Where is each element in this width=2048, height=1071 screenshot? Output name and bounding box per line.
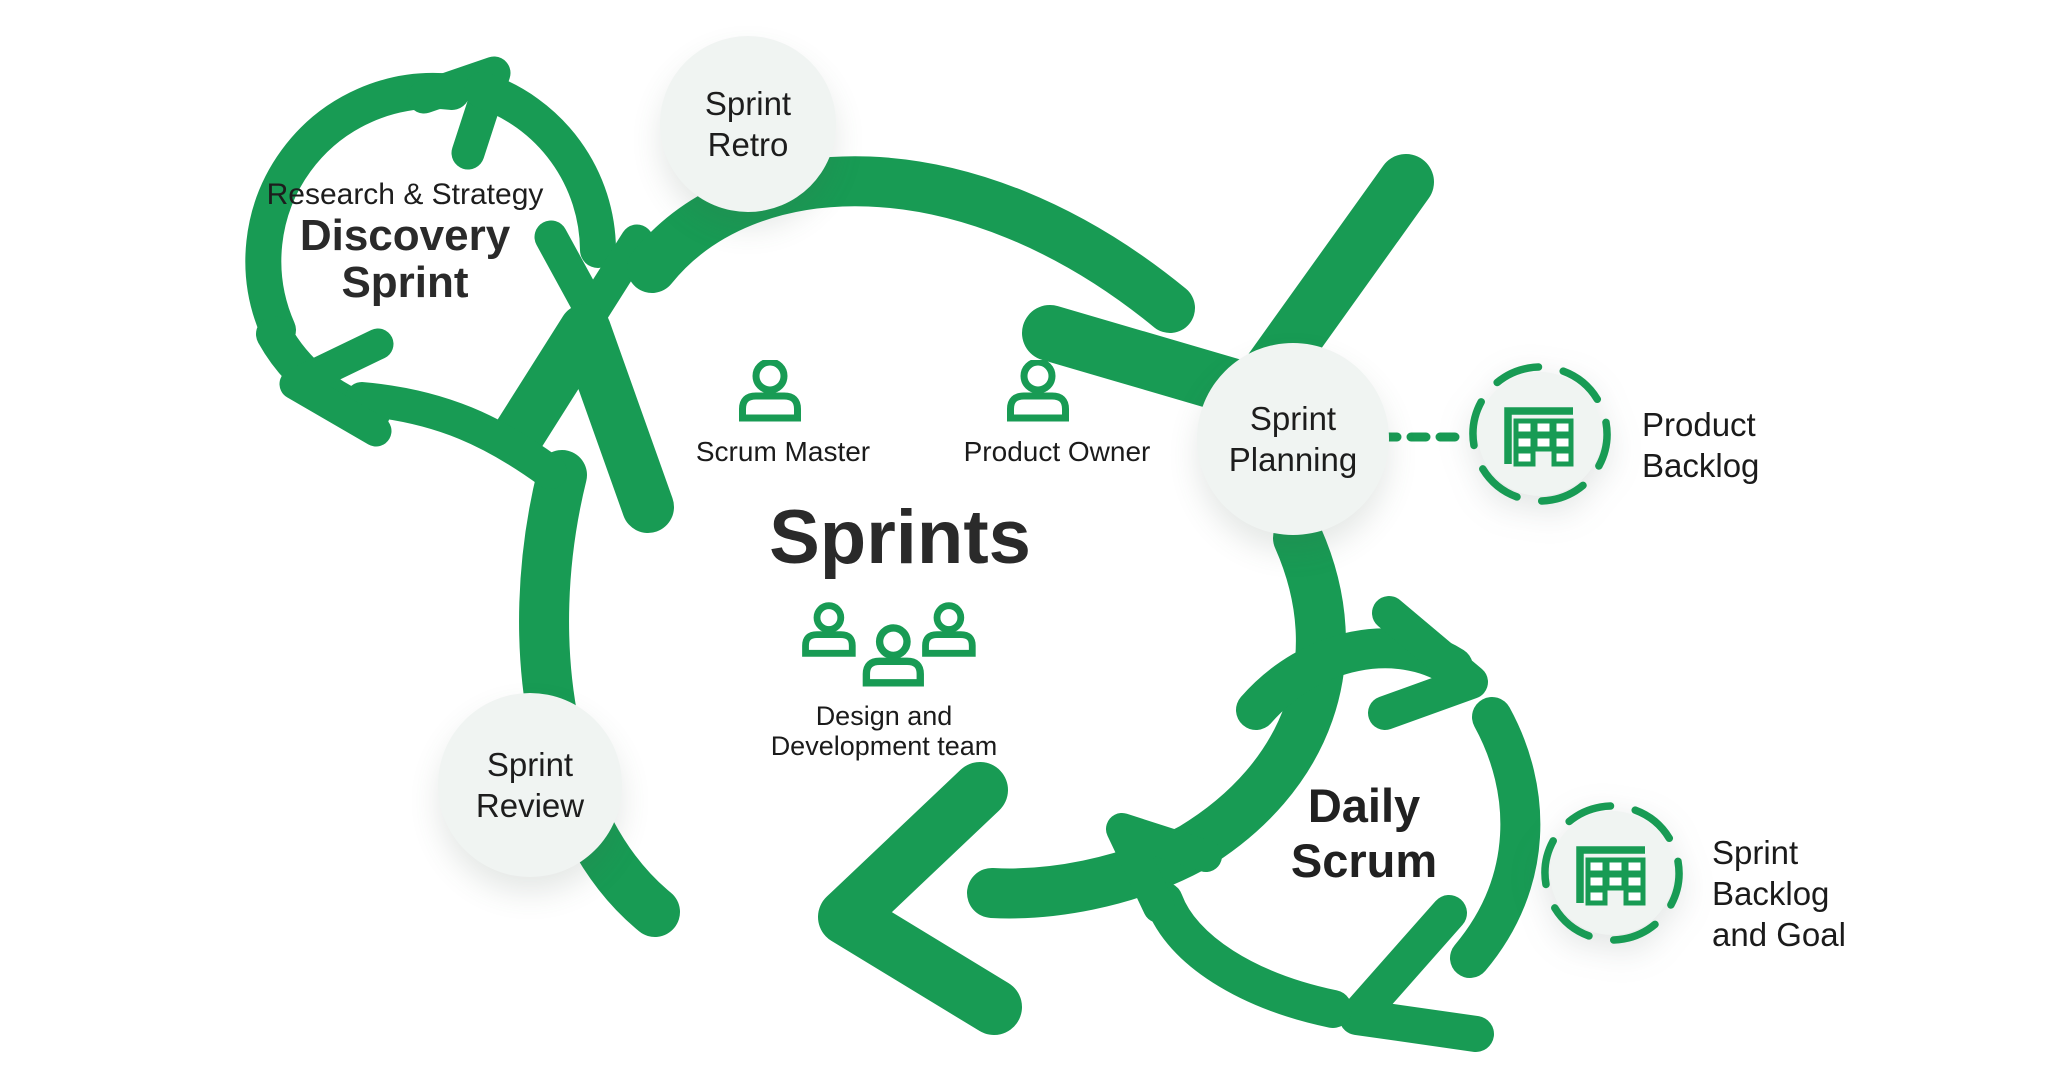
sprint-review-node: Sprint Review xyxy=(438,693,622,877)
daily-scrum-title: Daily Scrum xyxy=(1214,778,1514,888)
sprint-backlog-label-line1: Sprint xyxy=(1712,834,1799,871)
daily-scrum-line1: Daily xyxy=(1307,779,1421,832)
discovery-cycle-arc-top xyxy=(245,73,470,348)
sprint-planning-node: Sprint Planning xyxy=(1197,343,1389,535)
team-label: Design and Development team xyxy=(734,701,1034,761)
team-label-line2: Development team xyxy=(770,731,998,761)
task-board-icon xyxy=(1504,407,1574,467)
daily-loop-arrowhead-bottom xyxy=(1339,895,1494,1052)
scrum-master-label: Scrum Master xyxy=(695,436,871,467)
dashed-ring xyxy=(1469,363,1611,505)
product-backlog-label: Product Backlog xyxy=(1642,404,1759,486)
arrow-to-discovery-shaft xyxy=(345,382,567,489)
product-owner-label: Product Owner xyxy=(963,436,1151,467)
sprint-retro-node: Sprint Retro xyxy=(660,36,836,212)
design-development-team-icon xyxy=(802,602,976,687)
dashed-ring xyxy=(1541,802,1683,944)
sprint-planning-label-line1: Sprint xyxy=(1249,400,1337,437)
team-member-back-left xyxy=(802,602,856,657)
discovery-subtitle: Research & Strategy xyxy=(266,178,544,211)
sprint-retro-label-line2: Retro xyxy=(707,126,789,163)
discovery-sprint-heading: Research & Strategy Discovery Sprint xyxy=(185,178,625,306)
sprint-backlog-label-line2: Backlog xyxy=(1712,875,1830,912)
team-member-front xyxy=(862,624,924,687)
sprint-ring-arc-top xyxy=(627,156,1195,333)
sprint-backlog-label-line3: and Goal xyxy=(1712,916,1846,953)
daily-loop-arc-left xyxy=(1145,882,1352,1028)
scrum-master-person-icon xyxy=(739,360,801,422)
daily-loop-arc-right xyxy=(1450,697,1541,978)
product-backlog-label-line2: Backlog xyxy=(1642,447,1760,484)
product-backlog-badge xyxy=(1469,363,1611,505)
discovery-title-line1: Discovery xyxy=(299,211,511,260)
sprint-retro-label-line1: Sprint xyxy=(704,85,792,122)
sprint-backlog-badge xyxy=(1541,802,1683,944)
daily-loop-arrowhead-up-left xyxy=(1106,813,1222,923)
daily-loop-arrowhead-right xyxy=(1368,596,1488,730)
discovery-title-line2: Sprint xyxy=(341,258,469,307)
sprint-backlog-label: Sprint Backlog and Goal xyxy=(1712,832,1846,955)
arrow-to-discovery-head xyxy=(279,328,394,447)
product-owner-person-icon xyxy=(1007,360,1069,422)
sprint-ring-arrowhead-bottom-left xyxy=(818,762,1022,1035)
team-label-line1: Design and xyxy=(815,701,953,731)
discovery-cycle-arrowhead-ne xyxy=(407,56,511,170)
daily-scrum-line2: Scrum xyxy=(1290,834,1438,887)
sprint-review-label-line2: Review xyxy=(475,787,585,824)
discovery-cycle-arc-right xyxy=(464,72,616,268)
team-member-back-right xyxy=(922,602,976,657)
sprint-ring-arrowhead-up xyxy=(492,304,674,533)
task-board-icon xyxy=(1576,846,1646,906)
sprint-planning-label-line2: Planning xyxy=(1228,441,1358,478)
sprint-ring-arc-right-bottom xyxy=(967,513,1346,919)
sprint-review-label-line1: Sprint xyxy=(486,746,574,783)
sprints-title: Sprints xyxy=(769,495,1031,580)
product-backlog-label-line1: Product xyxy=(1642,406,1756,443)
